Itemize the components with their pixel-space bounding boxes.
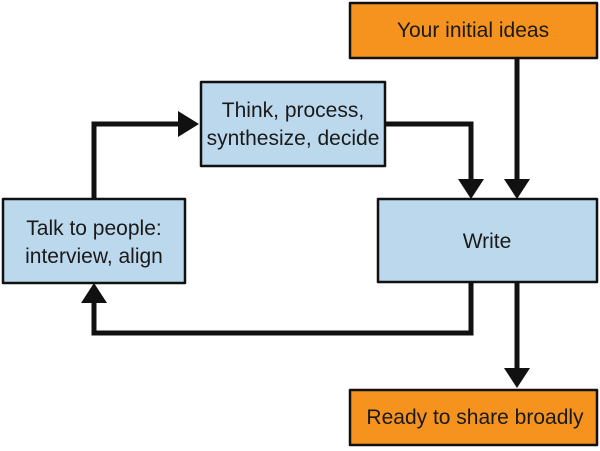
node-talk: Talk to people: interview, align [1, 197, 187, 285]
node-talk-label-line-2: interview, align [25, 245, 163, 268]
node-talk-box [1, 197, 187, 285]
node-talk-label-line-1: Talk to people: [26, 217, 161, 240]
edges [81, 58, 530, 388]
node-think: Think, process, synthesize, decide [199, 80, 387, 168]
edge-write-to-ready [504, 282, 530, 388]
node-think-label-line-1: Think, process, [222, 99, 364, 122]
node-ready-label: Ready to share broadly [366, 406, 584, 429]
node-initial-ideas-box [348, 1, 599, 60]
node-think-label-line-2: synthesize, decide [207, 127, 380, 150]
edge-initial-ideas-to-write [504, 58, 530, 199]
node-think-box [199, 80, 387, 168]
node-ready-box [348, 388, 599, 447]
node-write-label: Write [463, 230, 512, 253]
edge-talk-to-think [91, 111, 199, 199]
node-ready: Ready to share broadly [348, 388, 599, 447]
node-write: Write [376, 197, 599, 284]
node-write-box [376, 197, 599, 284]
node-initial-ideas: Your initial ideas [348, 1, 599, 60]
edge-write-to-talk [81, 282, 474, 336]
node-initial-ideas-label: Your initial ideas [397, 19, 549, 42]
edge-think-to-write [385, 121, 484, 199]
